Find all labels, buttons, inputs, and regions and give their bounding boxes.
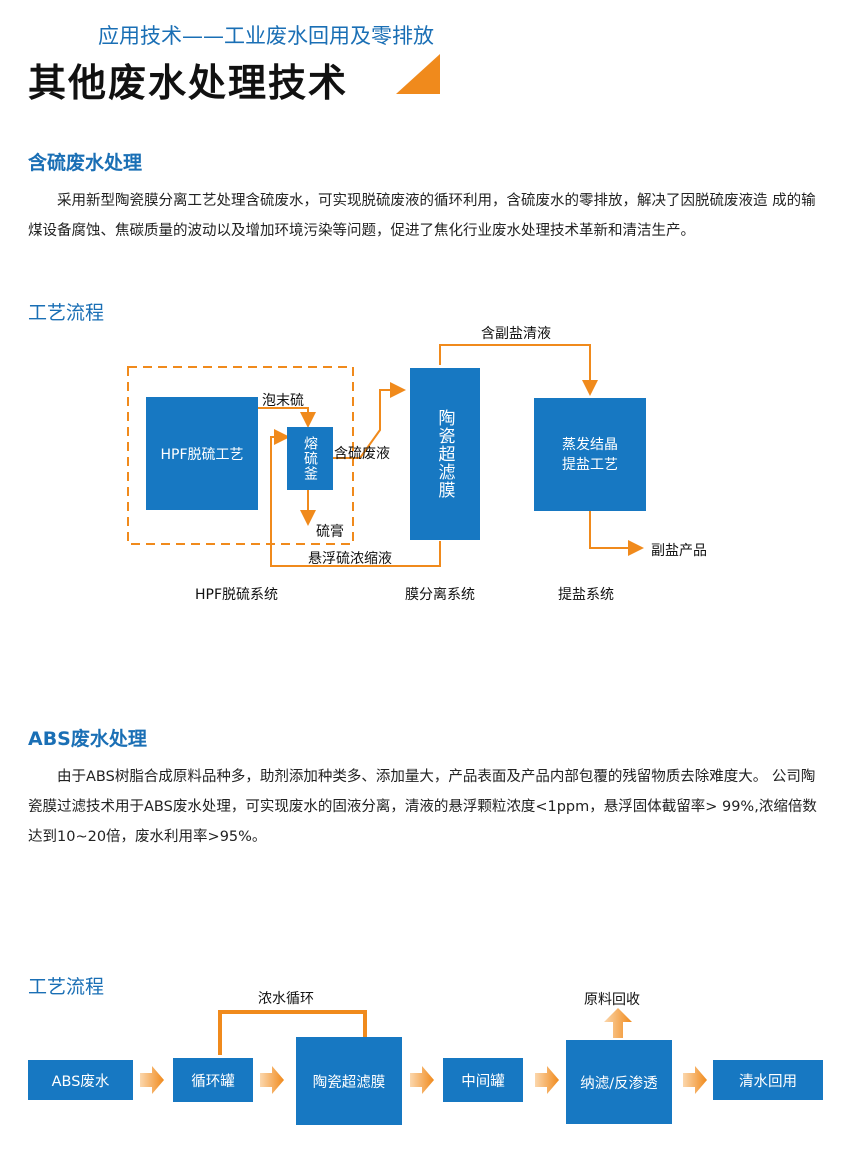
recovery-up-arrow	[604, 1008, 632, 1038]
label-suspended-concentrate: 悬浮硫浓缩液	[308, 551, 392, 567]
box-hpf-label: HPF脱硫工艺	[160, 446, 244, 463]
arrow-suspended-concentrate	[270, 429, 441, 567]
flow-heading-sulfur: 工艺流程	[28, 302, 105, 324]
hpf-system-boundary	[127, 366, 354, 545]
step-arrow-4	[535, 1066, 559, 1094]
section-heading-sulfur: 含硫废水处理	[28, 152, 143, 174]
step-arrow-2	[260, 1066, 284, 1094]
system-label-hpf: HPF脱硫系统	[195, 587, 279, 603]
arrow-byproduct	[589, 510, 644, 556]
flow-heading-abs: 工艺流程	[28, 976, 105, 998]
step-intermediate-tank: 中间罐	[443, 1058, 523, 1102]
label-concentrate-recycle: 浓水循环	[258, 991, 314, 1007]
box-sulfur-melting-tank: 熔硫釜	[287, 427, 333, 490]
label-sulfur-waste: 含硫废液	[334, 446, 390, 462]
box-hpf-process: HPF脱硫工艺	[146, 397, 258, 510]
section-paragraph-abs: 由于ABS树脂合成原料品种多，助剂添加种类多、添加量大，产品表面及产品内部包覆的…	[28, 769, 817, 845]
label-byproduct: 副盐产品	[651, 543, 707, 559]
step-label: 陶瓷超滤膜	[312, 1074, 386, 1091]
page-title: 其他废水处理技术	[28, 61, 349, 105]
step-nanofiltration-ro: 纳滤/反渗透	[566, 1040, 672, 1124]
recycle-bracket	[218, 1010, 367, 1055]
step-ceramic-membrane: 陶瓷超滤膜	[296, 1037, 402, 1125]
arrow-foam-sulfur	[258, 407, 316, 428]
step-circulation-tank: 循环罐	[173, 1058, 253, 1102]
label-raw-material-recovery: 原料回收	[584, 992, 640, 1008]
label-foam-sulfur: 泡末硫	[262, 393, 304, 409]
section-heading-abs: ABS废水处理	[28, 728, 147, 750]
step-label: ABS废水	[51, 1073, 110, 1090]
arrow-salt-liquid	[439, 344, 598, 396]
section-paragraph-sulfur: 采用新型陶瓷膜分离工艺处理含硫废水，可实现脱硫废液的循环利用，含硫废水的零排放，…	[28, 193, 816, 239]
step-label: 清水回用	[739, 1073, 797, 1090]
step-arrow-5	[683, 1066, 707, 1094]
step-abs-wastewater: ABS废水	[28, 1060, 133, 1100]
step-arrows	[140, 1066, 707, 1094]
step-label: 纳滤/反渗透	[580, 1075, 658, 1092]
system-label-membrane: 膜分离系统	[405, 587, 475, 603]
box-ceramic-membrane: 陶瓷超滤膜	[410, 368, 480, 540]
box-tank-label: 熔硫釜	[302, 436, 318, 481]
system-label-salt: 提盐系统	[558, 587, 614, 603]
step-arrow-1	[140, 1066, 164, 1094]
box-membrane-label: 陶瓷超滤膜	[434, 409, 455, 499]
title-accent-triangle	[396, 54, 440, 94]
box-evap-label: 蒸发结晶 提盐工艺	[562, 436, 618, 473]
step-arrow-3	[410, 1066, 434, 1094]
label-sulfur-paste: 硫膏	[316, 524, 344, 540]
step-label: 循环罐	[191, 1073, 235, 1090]
step-label: 中间罐	[461, 1073, 505, 1090]
step-clean-water-reuse: 清水回用	[713, 1060, 823, 1100]
label-salt-liquid: 含副盐清液	[481, 326, 551, 342]
page-subtitle: 应用技术——工业废水回用及零排放	[98, 24, 434, 48]
box-evaporation-crystallization: 蒸发结晶 提盐工艺	[534, 398, 646, 511]
arrow-sulfur-waste	[333, 382, 406, 459]
